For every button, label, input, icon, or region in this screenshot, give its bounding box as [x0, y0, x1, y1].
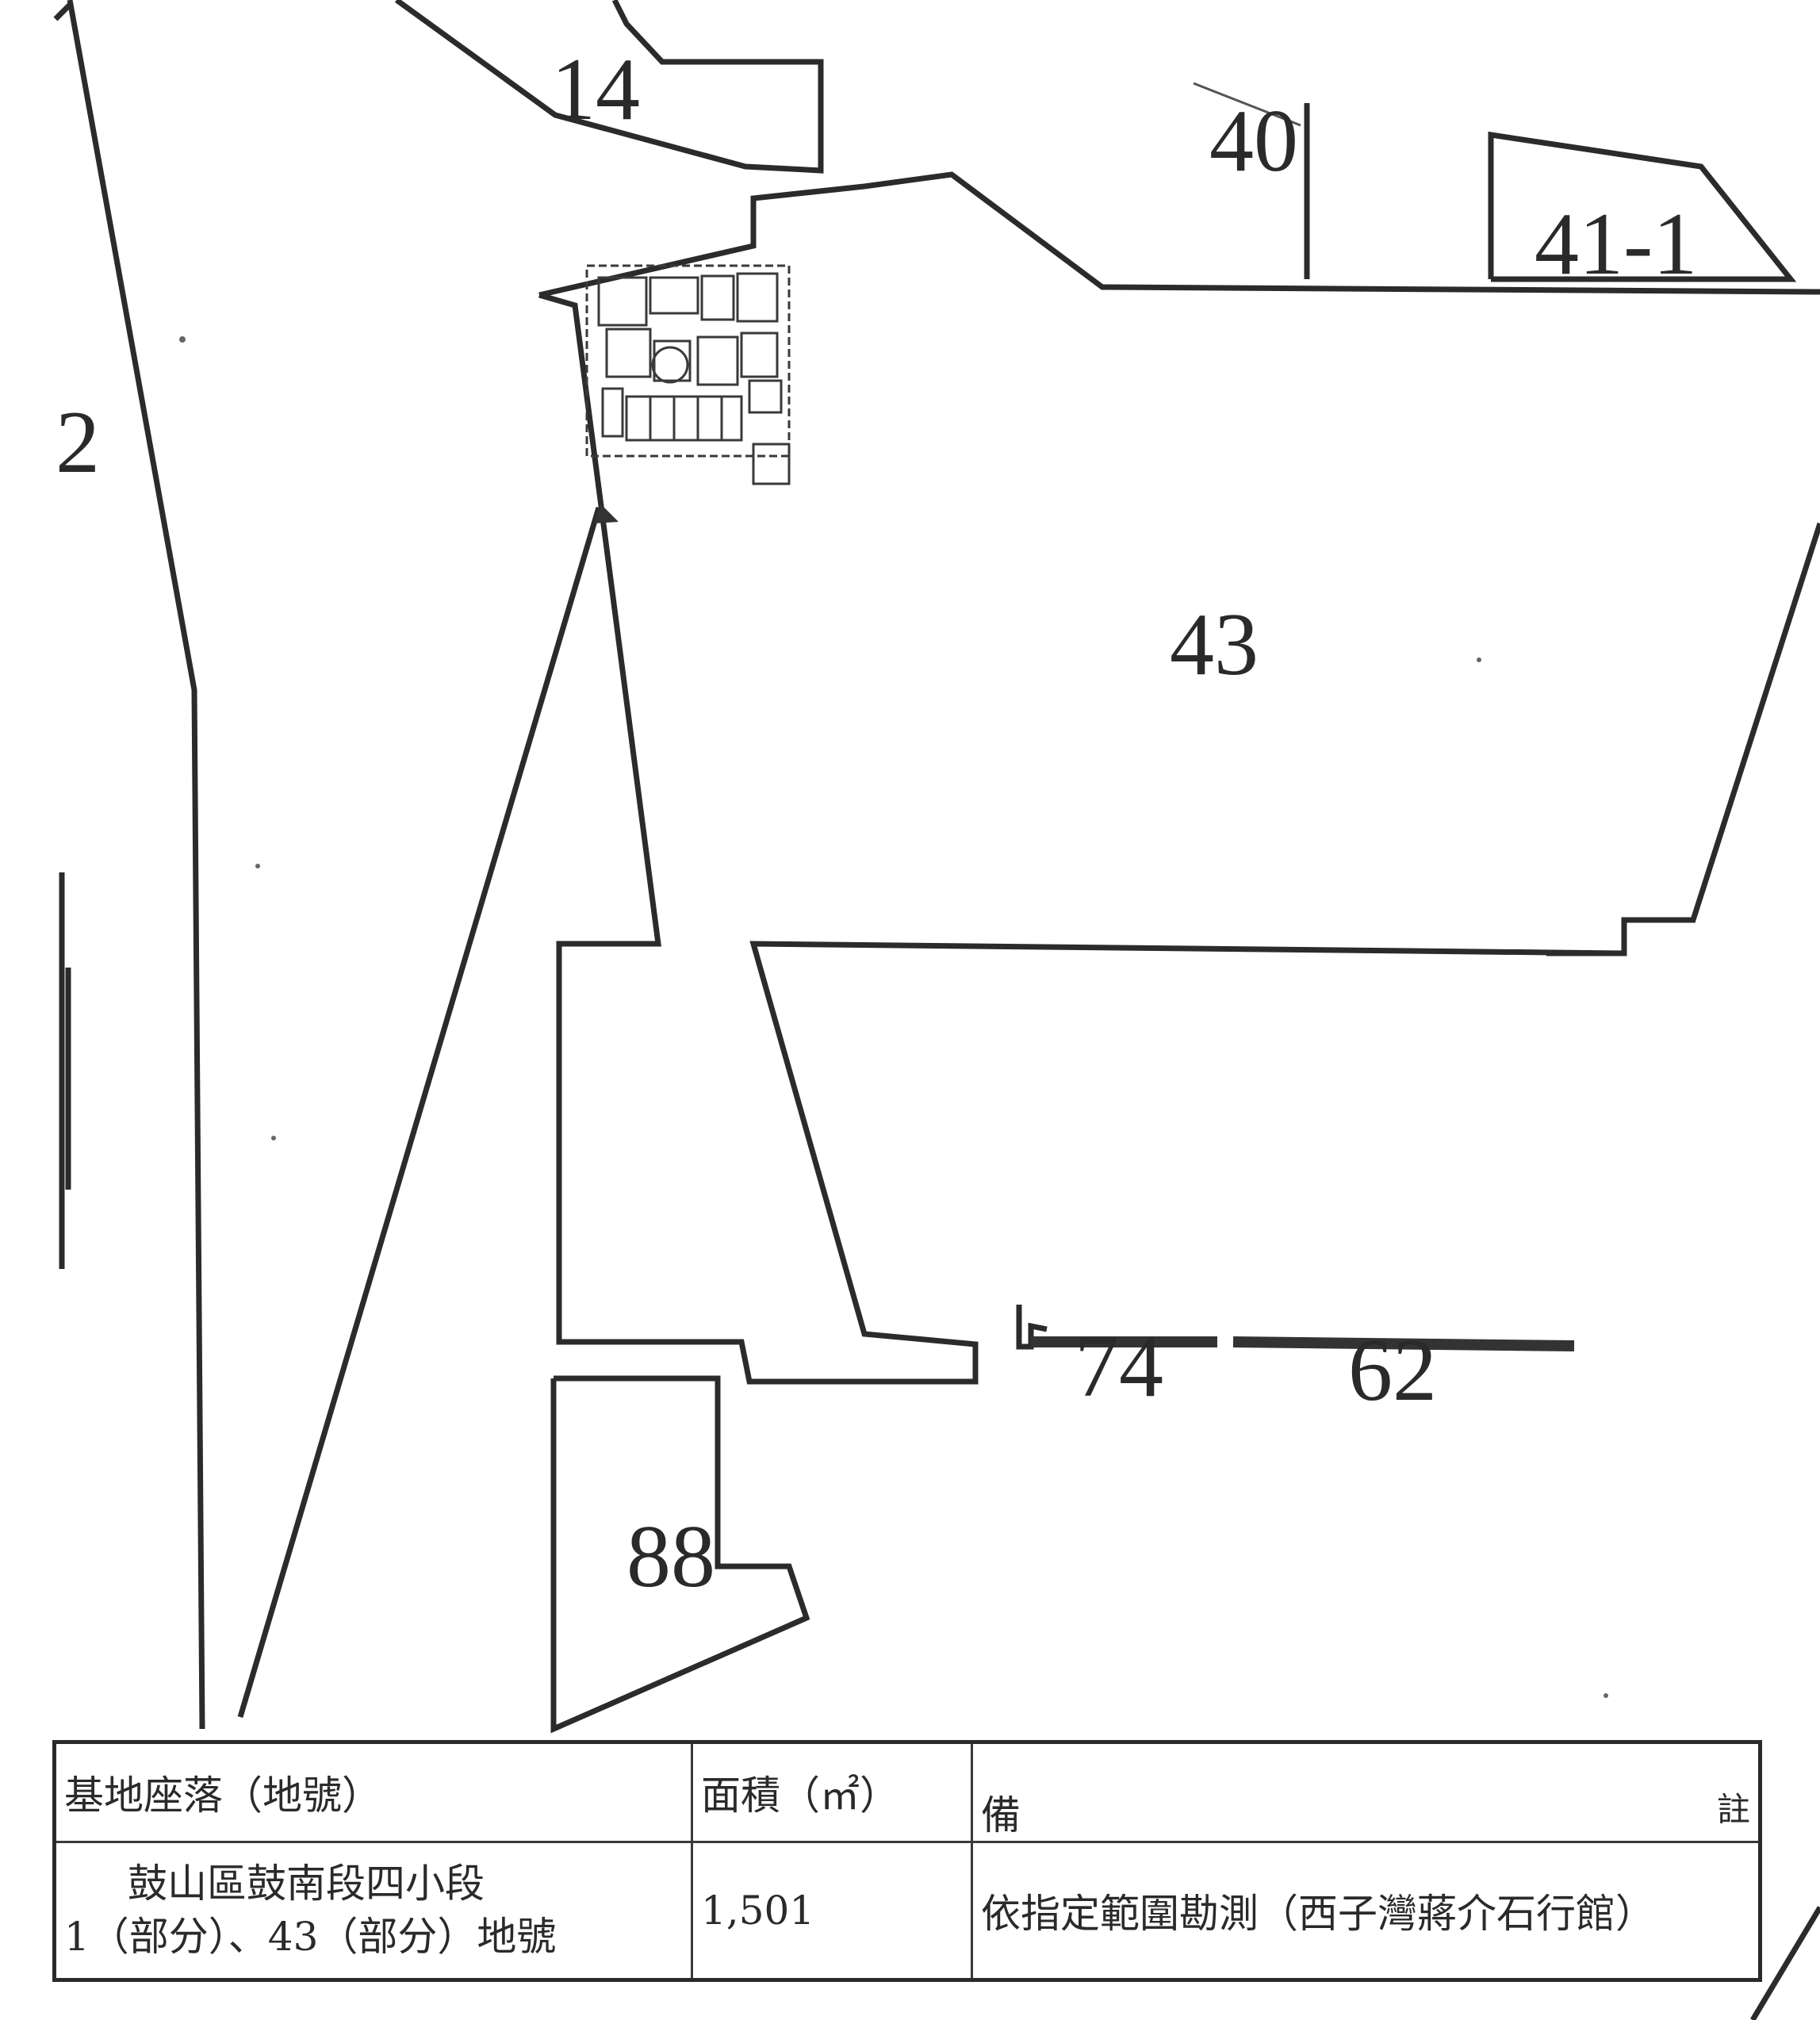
location-line-2: 1（部分）、43（部分）地號	[64, 1914, 557, 1960]
parcel-label-62: 62	[1348, 1321, 1437, 1420]
header-area: 面積（㎡）	[691, 1741, 973, 1843]
survey-leader-line	[237, 507, 602, 1718]
parcel-label-40: 40	[1209, 92, 1298, 190]
boundary-parcel-62-heavy	[1232, 1336, 1575, 1351]
boundary-corner-top-left	[53, 2, 72, 21]
boundary-parcel-43-top	[538, 171, 1820, 298]
header-location: 基地座落（地號）	[53, 1741, 693, 1843]
parcel-info-table: 基地座落（地號） 面積（㎡） 備 註 鼓山區鼓南段四小段 1（部分）、43（部分…	[52, 1740, 1762, 1982]
boundary-parcel-2	[67, 0, 205, 1730]
cell-remark: 依指定範圍勘測（西子灣蔣介石行館）	[971, 1841, 1761, 1981]
header-remark-2: 註	[1716, 1790, 1750, 1829]
boundary-parcel-14	[394, 0, 824, 174]
boundary-parcel-41-1	[1488, 131, 1797, 282]
building-floor-plan	[585, 264, 791, 485]
parcel-label-43: 43	[1170, 596, 1259, 694]
boundary-parcel-43-right	[1546, 522, 1820, 956]
survey-arrow-icon	[593, 504, 619, 523]
boundary-parcel-88	[550, 1375, 810, 1734]
parcel-label-2: 2	[56, 393, 100, 492]
header-remark-1: 備	[981, 1792, 1021, 1838]
table-header-row: 基地座落（地號） 面積（㎡） 備 註	[53, 1741, 1761, 1843]
boundary-right-edge-fragment	[1749, 1906, 1820, 2020]
parcel-label-14: 14	[551, 40, 640, 139]
parcel-label-74: 74	[1075, 1317, 1163, 1416]
boundary-parcel-43-west	[538, 292, 1625, 1385]
cell-area: 1,501	[691, 1841, 973, 1981]
location-line-1: 鼓山區鼓南段四小段	[128, 1860, 485, 1907]
cell-location: 鼓山區鼓南段四小段 1（部分）、43（部分）地號	[53, 1841, 693, 1981]
parcel-label-41-1: 41-1	[1535, 195, 1697, 293]
header-remark: 備 註	[971, 1741, 1761, 1843]
parcel-label-88: 88	[626, 1508, 715, 1606]
boundary-parcel-40-diag	[1193, 82, 1301, 127]
table-row: 鼓山區鼓南段四小段 1（部分）、43（部分）地號 1,501 依指定範圍勘測（西…	[53, 1841, 1761, 1981]
